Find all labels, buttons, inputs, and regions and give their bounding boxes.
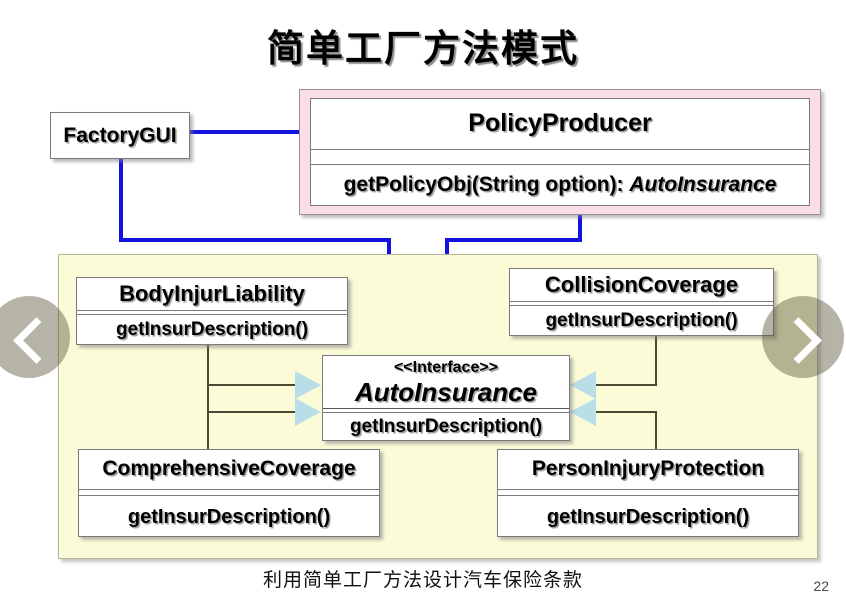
class-operations-autoinsurance: getInsurDescription() xyxy=(349,416,543,437)
class-name-policyproducer: PolicyProducer xyxy=(311,99,809,150)
class-attributes-policyproducer xyxy=(311,150,809,165)
class-name-autoinsurance: AutoInsurance xyxy=(354,377,538,407)
class-operations-collisioncoverage: getInsurDescription() xyxy=(545,310,738,331)
class-box-policyproducer[interactable]: PolicyProducer getPolicyObj(String optio… xyxy=(310,98,810,206)
class-header-autoinsurance: <<Interface>> AutoInsurance xyxy=(323,356,569,408)
realization-bodyinjur-to-interface-line xyxy=(207,384,307,386)
class-frame-policyproducer: PolicyProducer getPolicyObj(String optio… xyxy=(299,89,821,215)
realization-left-riser xyxy=(207,345,209,455)
next-slide-button[interactable] xyxy=(762,296,844,378)
class-attributes-bodyinjurliability xyxy=(77,311,347,315)
class-name-collisioncoverage: CollisionCoverage xyxy=(510,269,773,302)
class-attributes-autoinsurance xyxy=(323,408,569,413)
realization-personinjury-arrowhead xyxy=(570,398,596,426)
class-attributes-personinjuryprotection xyxy=(498,490,798,496)
realization-collision-riser xyxy=(655,336,657,385)
class-box-bodyinjurliability[interactable]: BodyInjurLiability getInsurDescription() xyxy=(76,277,348,345)
realization-collision-arrowhead xyxy=(570,371,596,399)
class-name-comprehensivecoverage: ComprehensiveCoverage xyxy=(79,450,379,490)
operation-getpolicyobj-signature: getPolicyObj(String option): xyxy=(343,173,630,196)
realization-comprehensive-arrowhead xyxy=(295,398,321,426)
previous-slide-button[interactable] xyxy=(0,296,70,378)
realization-comprehensive-to-interface-line xyxy=(207,411,307,413)
dependency-factorygui-to-autoinsurance-vertical-1 xyxy=(119,159,123,242)
page-number: 22 xyxy=(813,578,829,594)
class-box-personinjuryprotection[interactable]: PersonInjuryProtection getInsurDescripti… xyxy=(497,449,799,537)
realization-collision-to-interface-line xyxy=(587,384,657,386)
class-box-factorygui[interactable]: FactoryGUI xyxy=(50,112,190,159)
stereotype-interface: <<Interface>> xyxy=(393,359,499,376)
dependency-factorygui-to-autoinsurance-horizontal xyxy=(119,238,391,242)
class-attributes-collisioncoverage xyxy=(510,302,773,306)
class-operations-bodyinjurliability: getInsurDescription() xyxy=(115,319,309,340)
class-box-autoinsurance[interactable]: <<Interface>> AutoInsurance getInsurDesc… xyxy=(322,355,570,441)
footer-caption: 利用简单工厂方法设计汽车保险条款 xyxy=(262,569,583,591)
dependency-policyproducer-to-autoinsurance-vertical-1 xyxy=(578,213,582,242)
class-box-comprehensivecoverage[interactable]: ComprehensiveCoverage getInsurDescriptio… xyxy=(78,449,380,537)
page-title: 简单工厂方法模式 xyxy=(267,26,579,70)
class-operations-policyproducer: getPolicyObj(String option): AutoInsuran… xyxy=(311,165,809,205)
class-operations-personinjuryprotection: getInsurDescription() xyxy=(546,506,750,528)
dependency-factorygui-to-policyproducer-line xyxy=(190,130,307,134)
chevron-right-icon xyxy=(775,317,822,364)
class-attributes-comprehensivecoverage xyxy=(79,490,379,496)
class-name-factorygui: FactoryGUI xyxy=(63,124,177,147)
class-box-collisioncoverage[interactable]: CollisionCoverage getInsurDescription() xyxy=(509,268,774,336)
chevron-left-icon xyxy=(13,317,60,364)
class-operations-comprehensivecoverage: getInsurDescription() xyxy=(127,506,331,528)
dependency-policyproducer-to-autoinsurance-horizontal xyxy=(445,238,582,242)
class-name-bodyinjurliability: BodyInjurLiability xyxy=(77,278,347,311)
operation-getpolicyobj-return-type: AutoInsurance xyxy=(629,173,777,196)
realization-personinjury-to-interface-line xyxy=(587,411,657,413)
class-name-personinjuryprotection: PersonInjuryProtection xyxy=(498,450,798,490)
realization-bodyinjur-arrowhead xyxy=(295,371,321,399)
realization-personinjury-riser xyxy=(655,411,657,451)
